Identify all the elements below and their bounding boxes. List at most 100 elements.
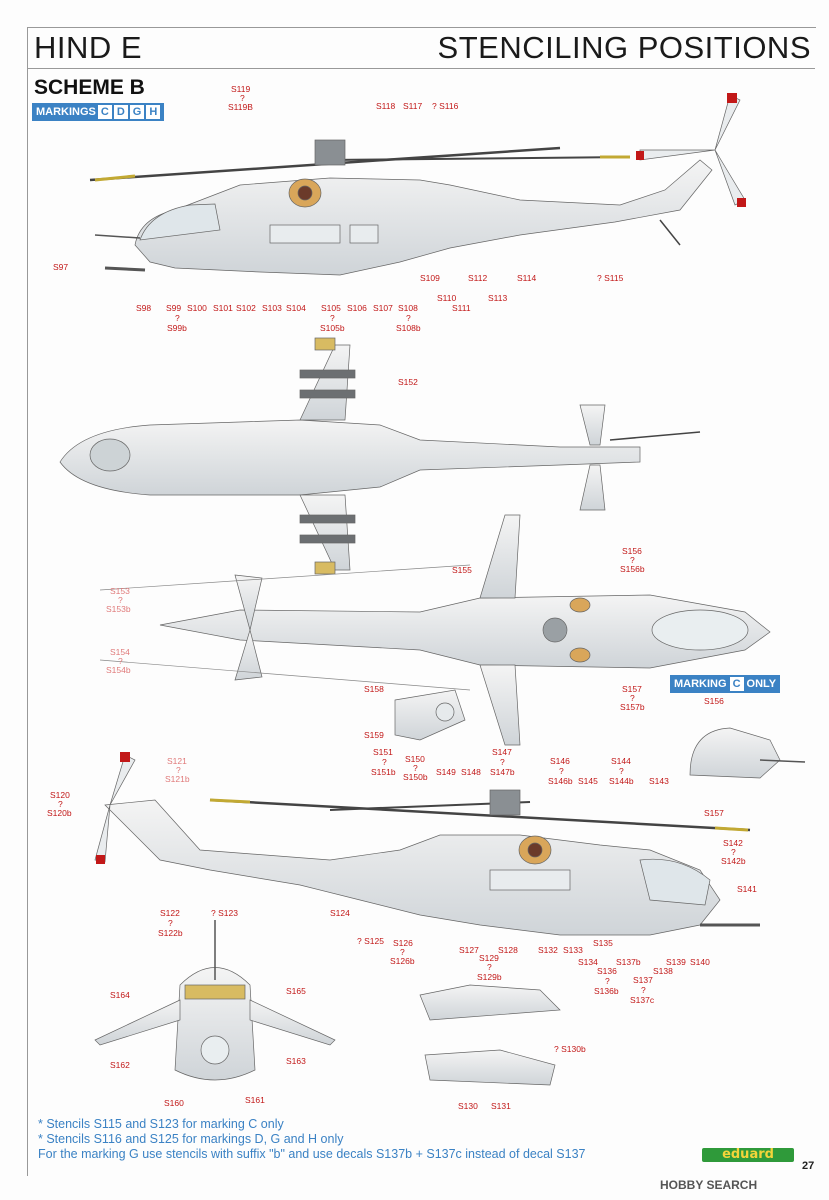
label-s133: S133: [563, 945, 583, 955]
label-s141: S141: [737, 884, 757, 894]
marking-box-c: C: [97, 105, 112, 119]
label-s154b: S154b: [106, 665, 131, 675]
label-s120: S120: [50, 790, 70, 800]
label-q-s126: ?: [400, 947, 405, 957]
label-s134: S134: [578, 957, 598, 967]
markings-bar: MARKINGS C D G H: [32, 103, 165, 121]
label-s146: S146: [550, 756, 570, 766]
label-q-s121: ?: [176, 765, 181, 775]
label-s137c: S137c: [630, 995, 655, 1005]
label-s156: S156: [622, 546, 642, 556]
label-s154: S154: [110, 647, 130, 657]
label-q-s147: ?: [500, 757, 505, 767]
label-s150: S150: [405, 754, 425, 764]
label-s108: S108: [398, 303, 418, 313]
label-s136b: S136b: [594, 986, 619, 996]
label-s120b: S120b: [47, 808, 72, 818]
detail-cockpit: [689, 727, 806, 779]
label-s106: S106: [347, 303, 367, 313]
label-s115: ? S115: [597, 273, 624, 283]
label-s113: S113: [488, 293, 508, 303]
label-s150b: S150b: [403, 772, 428, 782]
label-s123: ? S123: [211, 908, 238, 918]
label-s125: ? S125: [357, 936, 384, 946]
label-s119b: S119B: [228, 102, 253, 112]
label-s118: S118: [376, 101, 396, 111]
marking-box-h: H: [146, 105, 161, 119]
top-view: [59, 337, 701, 575]
label-s156b: S156b: [620, 564, 645, 574]
label-s117: S117: [403, 101, 423, 111]
label-s128: S128: [498, 945, 518, 955]
label-s149: S149: [436, 767, 456, 777]
label-s103: S103: [262, 303, 282, 313]
label-s153: S153: [110, 586, 130, 596]
label-s162: S162: [110, 1060, 130, 1070]
label-q-s154: ?: [118, 656, 123, 666]
marking-box-g: G: [129, 105, 145, 119]
label-s105b: S105b: [320, 323, 345, 333]
label-s147: S147: [492, 747, 512, 757]
label-q-s99: ?: [175, 313, 180, 323]
label-q-s108: ?: [406, 313, 411, 323]
label-s157: S157: [622, 684, 642, 694]
notes-block: * Stencils S115 and S123 for marking C o…: [38, 1117, 586, 1162]
label-s161: S161: [245, 1095, 265, 1105]
label-s119: S119: [231, 84, 251, 94]
label-q-s136: ?: [605, 976, 610, 986]
label-s100: S100: [187, 303, 207, 313]
label-s102: S102: [236, 303, 256, 313]
label-s138: S138: [653, 966, 673, 976]
label-s127: S127: [459, 945, 479, 955]
label-s155: S155: [452, 565, 472, 575]
label-s143: S143: [649, 776, 669, 786]
scheme-label: SCHEME B: [34, 76, 145, 99]
label-s108b: S108b: [396, 323, 421, 333]
label-s163: S163: [286, 1056, 306, 1066]
label-s142: S142: [723, 838, 743, 848]
label-s159: S159: [364, 730, 384, 740]
label-s105: S105: [321, 303, 341, 313]
label-s129b: S129b: [477, 972, 502, 982]
section-title: STENCILING POSITIONS: [437, 30, 811, 65]
side-view-left: [89, 93, 746, 276]
watermark: HOBBY SEARCH: [660, 1178, 758, 1192]
label-s122b: S122b: [158, 928, 183, 938]
label-s130b: ? S130b: [554, 1044, 586, 1054]
label-s160: S160: [164, 1098, 184, 1108]
label-q-s105: ?: [330, 313, 335, 323]
note-line: * Stencils S115 and S123 for marking C o…: [38, 1117, 284, 1131]
label-q-s144: ?: [619, 766, 624, 776]
label-s142b: S142b: [721, 856, 746, 866]
note-line: * Stencils S116 and S125 for markings D,…: [38, 1132, 344, 1146]
label-q-s120: ?: [58, 799, 63, 809]
label-s122: S122: [160, 908, 180, 918]
marking-c-only-suffix: ONLY: [746, 678, 777, 690]
label-q-s156: ?: [630, 555, 635, 565]
label-s132: S132: [538, 945, 558, 955]
label-q-s157: ?: [630, 693, 635, 703]
label-s147b: S147b: [490, 767, 515, 777]
label-s137b: S137b: [616, 957, 641, 967]
label-s98: S98: [136, 303, 152, 313]
label-s165: S165: [286, 986, 306, 996]
label-q-s129: ?: [487, 962, 492, 972]
label-s104: S104: [286, 303, 306, 313]
label-s145: S145: [578, 776, 598, 786]
label-s129: S129: [479, 953, 499, 963]
label-s140: S140: [690, 957, 710, 967]
label-q-s146: ?: [559, 766, 564, 776]
label-s153b: S153b: [106, 604, 131, 614]
label-q: ?: [240, 93, 245, 103]
marking-c-only-bar: MARKING C ONLY: [670, 675, 781, 693]
label-s152: S152: [398, 377, 418, 387]
label-q-s151: ?: [382, 757, 387, 767]
note-line: For the marking G use stencils with suff…: [38, 1147, 586, 1161]
eduard-logo: eduard: [702, 1148, 794, 1162]
markings-label: MARKINGS: [36, 106, 96, 118]
label-s156-detail: S156: [704, 696, 724, 706]
label-s164: S164: [110, 990, 130, 1000]
label-s130: S130: [458, 1101, 478, 1111]
label-s144b: S144b: [609, 776, 634, 786]
